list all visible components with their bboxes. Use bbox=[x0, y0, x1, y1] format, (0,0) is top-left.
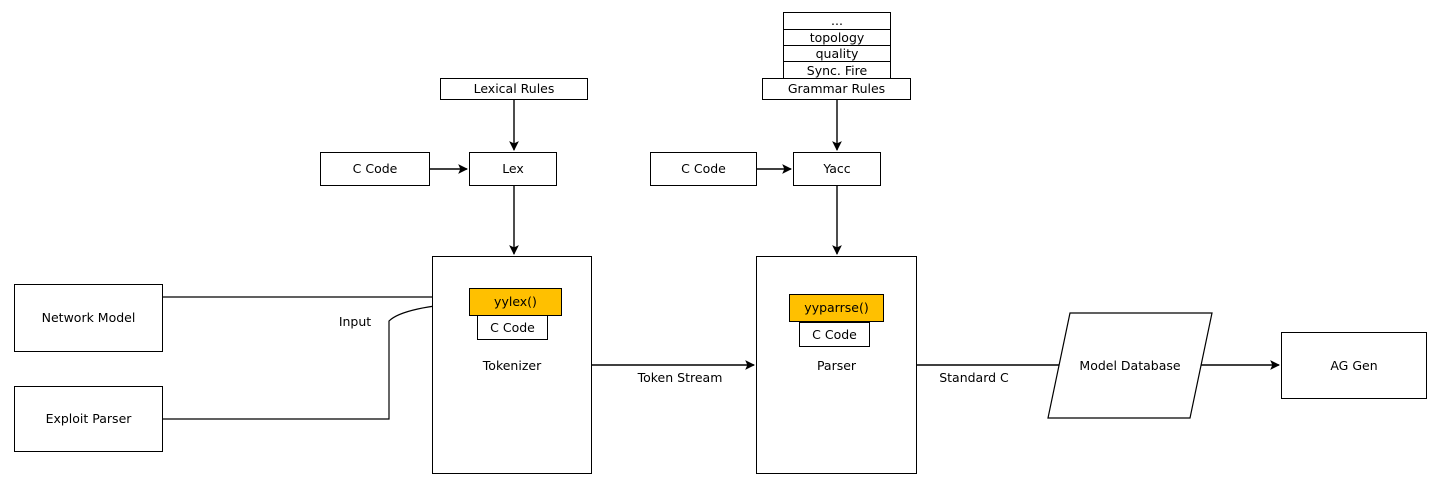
model-database-shape bbox=[1047, 312, 1213, 419]
input-edge-label: Input bbox=[338, 314, 372, 329]
tokenizer-c-code-node: C Code bbox=[477, 315, 548, 340]
grammar-stack-row-topology: topology bbox=[783, 29, 891, 46]
model-database-label: Model Database bbox=[1079, 358, 1181, 373]
yacc-node: Yacc bbox=[793, 152, 881, 186]
yyparrse-function-node: yyparrse() bbox=[789, 294, 884, 322]
grammar-rules-node: Grammar Rules bbox=[762, 78, 911, 100]
grammar-stack-row-ellipsis: ... bbox=[783, 12, 891, 30]
token-stream-edge-label: Token Stream bbox=[637, 370, 723, 385]
grammar-stack-row-quality: quality bbox=[783, 45, 891, 62]
parser-c-code-node: C Code bbox=[799, 322, 870, 347]
exploit-parser-node: Exploit Parser bbox=[14, 386, 163, 452]
parser-container bbox=[756, 256, 917, 474]
lex-node: Lex bbox=[469, 152, 557, 186]
lexical-rules-node: Lexical Rules bbox=[440, 78, 588, 100]
c-code-yacc-node: C Code bbox=[650, 152, 757, 186]
yylex-function-node: yylex() bbox=[469, 288, 562, 316]
grammar-stack-row-sync-fire: Sync. Fire bbox=[783, 61, 891, 79]
network-model-node: Network Model bbox=[14, 284, 163, 352]
ag-gen-node: AG Gen bbox=[1281, 332, 1427, 399]
c-code-lex-node: C Code bbox=[320, 152, 430, 186]
standard-c-edge-label: Standard C bbox=[939, 370, 1009, 385]
tokenizer-label: Tokenizer bbox=[482, 358, 542, 373]
parser-label: Parser bbox=[816, 358, 857, 373]
